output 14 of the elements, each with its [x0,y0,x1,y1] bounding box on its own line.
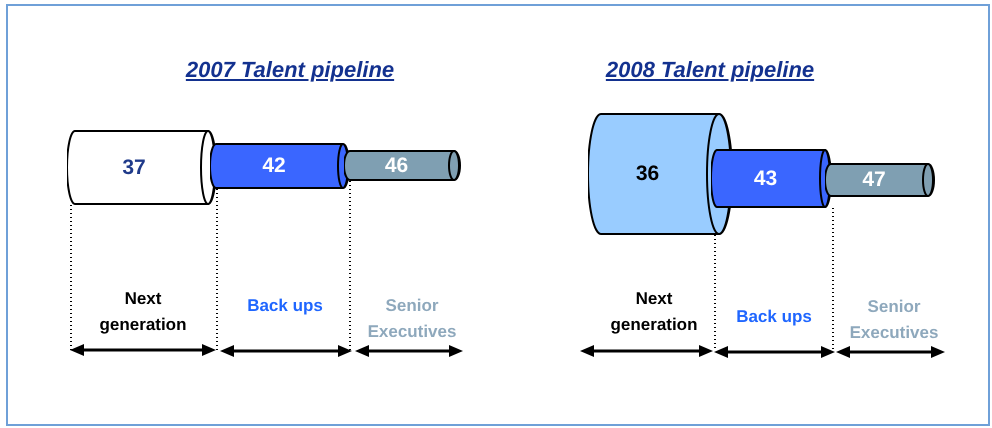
value-label: 37 [122,154,146,181]
chart-title: 2008 Talent pipeline [604,56,816,84]
value-label: 42 [262,153,286,180]
segment-label: Senior Executives [848,296,940,344]
value-label: 47 [862,167,886,194]
value-label: 46 [384,152,408,179]
segment-label: Senior Executives [366,295,458,343]
chart-title: 2007 Talent pipeline [184,56,396,84]
segment-label: Next generation [98,288,188,336]
segment-label: Back ups [735,306,813,328]
segment-label: Next generation [610,288,698,336]
value-label: 36 [636,161,660,188]
value-label: 43 [754,166,778,192]
segment-label: Back ups [246,295,324,317]
